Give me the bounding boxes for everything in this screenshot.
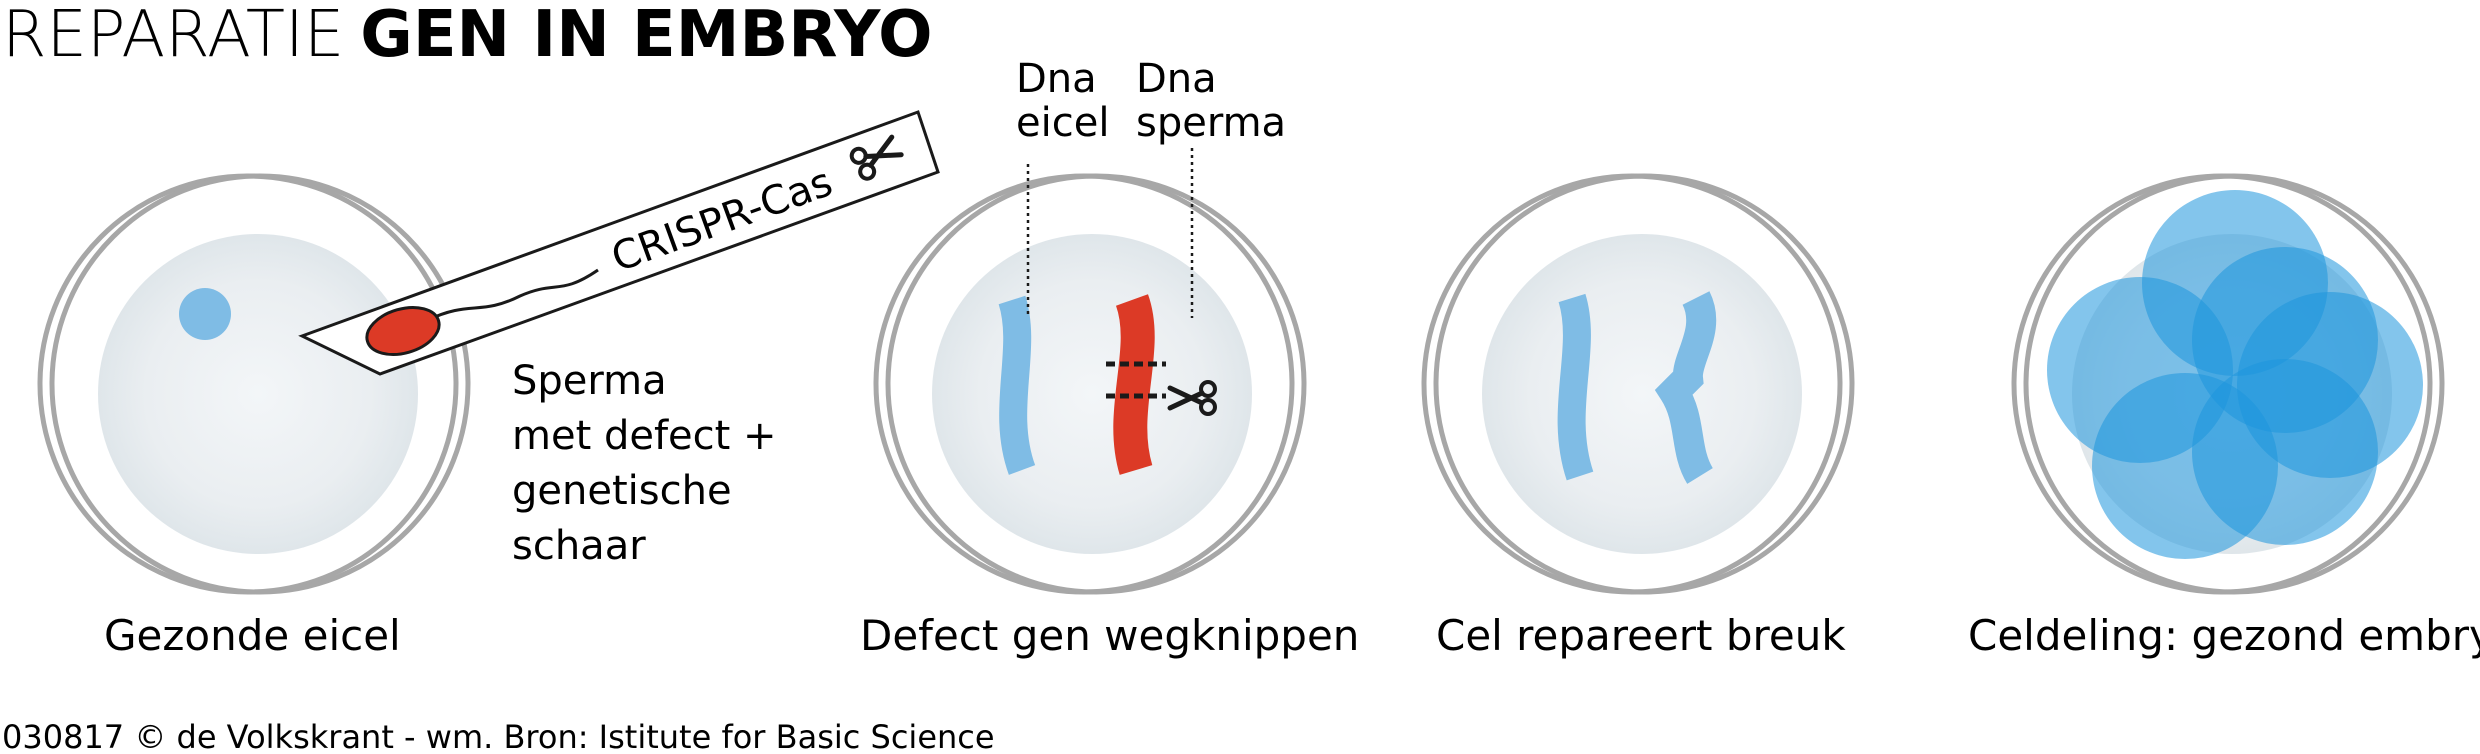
stage-2-cut-gene xyxy=(873,148,1307,595)
stage-4-embryo xyxy=(2011,173,2445,595)
cell-icon xyxy=(37,173,471,595)
nucleus xyxy=(179,288,231,340)
title-light: REPARATIE xyxy=(2,0,344,72)
embryo-cells xyxy=(2047,190,2423,559)
dna-strand-defect xyxy=(1113,294,1155,475)
dna-strand-icon xyxy=(998,295,1036,475)
sperm-line-1: Sperma xyxy=(512,358,667,404)
sperm-line-3: genetische xyxy=(512,468,732,514)
sperm-annotation: Sperma met defect + genetische schaar xyxy=(512,358,789,569)
crispr-pipette: CRISPR-Cas xyxy=(298,110,940,376)
cell-icon xyxy=(873,173,1307,595)
sperm-line-4: schaar xyxy=(512,523,646,569)
stage-1-label: Gezonde eicel xyxy=(104,611,401,660)
dna-egg-label: Dna eicel xyxy=(1016,56,1109,146)
stage-3-label: Cel repareert breuk xyxy=(1436,611,1846,660)
source-credit: 030817 © de Volkskrant - wm. Bron: Istit… xyxy=(2,718,995,754)
dna-sperm-label: Dna sperma xyxy=(1136,56,1286,146)
stage-3-repair xyxy=(1421,173,1855,595)
cell-icon xyxy=(1421,173,1855,595)
dna-strand-icon xyxy=(1557,293,1594,481)
title-bold: GEN IN EMBRYO xyxy=(360,0,932,72)
sperm-icon xyxy=(365,268,599,356)
stage-2-label: Defect gen wegknippen xyxy=(860,611,1359,660)
sperm-line-2: met defect + xyxy=(512,413,777,459)
dna-strand-repaired xyxy=(1654,291,1717,484)
stage-1-healthy-egg xyxy=(37,173,471,595)
stage-4-label: Celdeling: gezond embryo xyxy=(1968,611,2480,660)
